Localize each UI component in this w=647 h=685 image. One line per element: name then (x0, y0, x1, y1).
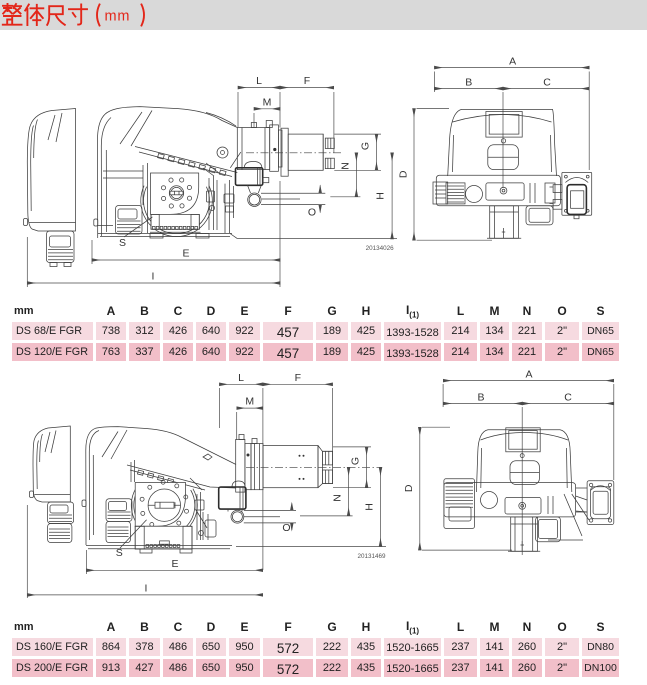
svg-text:F: F (304, 75, 310, 87)
svg-text:N: N (340, 162, 352, 170)
svg-text:M: M (263, 97, 272, 109)
svg-text:G: G (350, 457, 362, 465)
svg-text:O: O (282, 522, 290, 534)
svg-text:L: L (256, 75, 262, 87)
svg-text:A: A (525, 369, 532, 381)
svg-text:S: S (119, 237, 126, 249)
svg-text:20134026: 20134026 (366, 245, 395, 252)
svg-text:S: S (116, 547, 123, 559)
svg-text:H: H (375, 192, 387, 200)
svg-text:C: C (543, 77, 551, 89)
svg-text:mm: mm (105, 9, 131, 25)
svg-text:B: B (477, 391, 484, 403)
svg-text:G: G (360, 142, 372, 150)
svg-text:I: I (152, 271, 155, 283)
svg-text:I: I (145, 582, 148, 594)
svg-text:M: M (245, 396, 254, 408)
svg-text:D: D (403, 484, 415, 492)
svg-text:D: D (398, 170, 410, 178)
svg-text:H: H (364, 503, 376, 511)
svg-text:F: F (295, 372, 301, 384)
svg-text:A: A (509, 56, 516, 68)
svg-text:N: N (332, 494, 344, 502)
svg-text:20131469: 20131469 (357, 553, 386, 560)
svg-text:E: E (182, 248, 189, 260)
svg-text:B: B (465, 77, 472, 89)
svg-text:O: O (308, 207, 316, 219)
svg-text:E: E (171, 558, 178, 570)
svg-text:L: L (238, 372, 244, 384)
svg-text:C: C (564, 391, 572, 403)
